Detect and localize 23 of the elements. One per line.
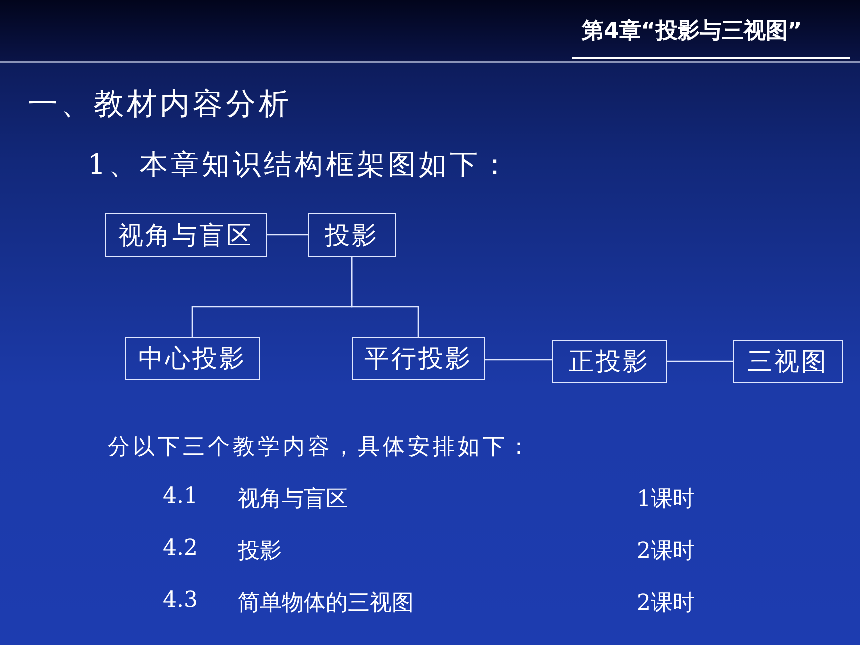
concept-box: 视角与盲区 — [105, 213, 267, 257]
connector-line — [485, 359, 552, 361]
subheading: 1、本章知识结构框架图如下： — [88, 147, 512, 183]
concept-box: 平行投影 — [352, 337, 485, 380]
concept-box: 中心投影 — [125, 337, 260, 380]
hours-text: 2课时 — [637, 538, 695, 566]
concept-box: 正投影 — [552, 340, 667, 383]
section-number: 4.1 — [163, 484, 198, 509]
concept-box: 投影 — [308, 213, 396, 257]
section-number: 4.3 — [163, 588, 198, 613]
chapter-title: 第4章“投影与三视图” — [582, 18, 802, 46]
topic-name: 简单物体的三视图 — [238, 590, 414, 618]
connector-line — [351, 257, 420, 337]
concept-box: 三视图 — [733, 340, 843, 383]
topic-name: 视角与盲区 — [238, 486, 348, 514]
connector-line — [667, 360, 733, 362]
section-heading: 一、教材内容分析 — [28, 86, 292, 124]
hours-text: 2课时 — [637, 590, 695, 618]
hours-text: 1课时 — [637, 486, 695, 514]
topic-name: 投影 — [238, 538, 282, 566]
intro-text: 分以下三个教学内容，具体安排如下： — [108, 434, 533, 462]
connector-line — [267, 234, 308, 236]
section-number: 4.2 — [163, 536, 198, 561]
